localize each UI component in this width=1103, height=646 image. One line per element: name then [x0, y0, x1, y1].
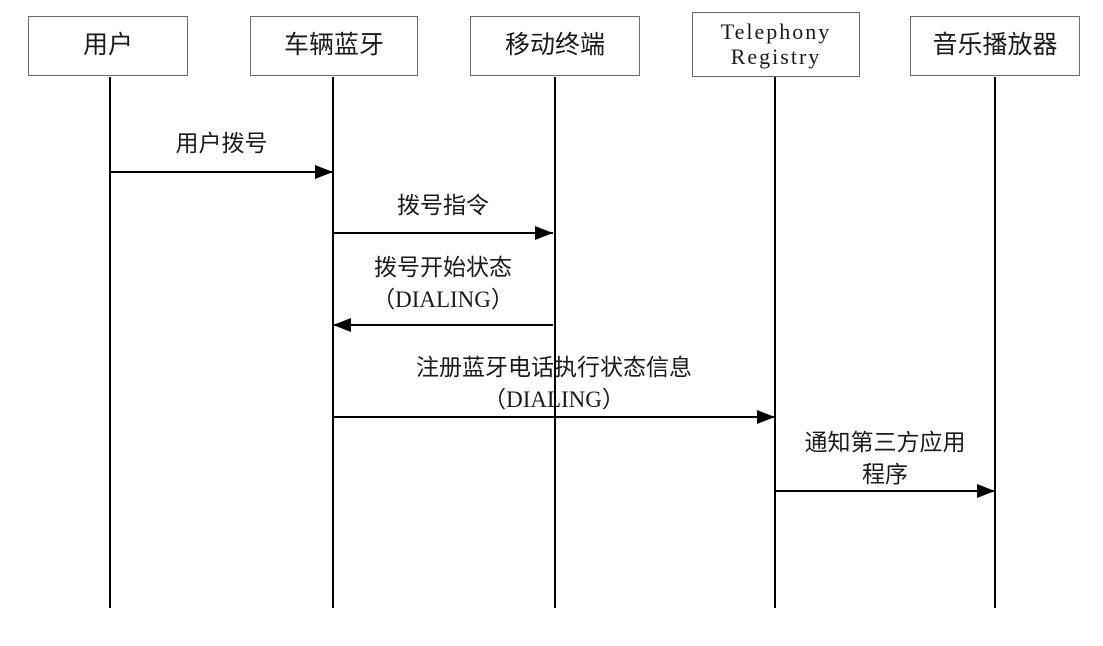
message-2-arrowhead-right-icon — [535, 226, 553, 240]
actor-telephony-registry: Telephony Registry — [692, 12, 860, 77]
actor-user: 用户 — [28, 16, 188, 76]
lifeline-vehicle-bluetooth — [332, 77, 334, 608]
actor-mobile-terminal: 移动终端 — [470, 16, 640, 76]
message-2-line — [333, 232, 553, 234]
actor-vehicle-bluetooth-label: 车辆蓝牙 — [283, 32, 384, 60]
lifeline-user — [109, 77, 111, 608]
lifeline-mobile-terminal — [554, 77, 556, 608]
message-5-line — [775, 490, 995, 492]
message-3-arrowhead-left-icon — [333, 318, 351, 332]
message-1-label: 用户拨号 — [175, 131, 268, 156]
actor-vehicle-bluetooth: 车辆蓝牙 — [250, 16, 418, 76]
message-5-label: 通知第三方应用 程序 — [804, 430, 966, 487]
message-1-line — [110, 171, 333, 173]
message-5-arrowhead-right-icon — [977, 484, 995, 498]
actor-mobile-terminal-label: 移动终端 — [504, 32, 605, 60]
actor-user-label: 用户 — [82, 32, 133, 60]
message-2-label: 拨号指令 — [397, 193, 489, 218]
actor-music-player: 音乐播放器 — [910, 16, 1080, 76]
lifeline-music-player — [994, 77, 996, 608]
message-1-arrowhead-right-icon — [315, 165, 333, 179]
actor-music-player-label: 音乐播放器 — [932, 32, 1058, 60]
actor-telephony-registry-label-line2: Registry — [730, 43, 822, 69]
message-3-line — [333, 324, 553, 326]
message-4-arrowhead-right-icon — [757, 410, 775, 424]
lifeline-telephony-registry — [774, 77, 776, 608]
actor-telephony-registry-label-line1: Telephony — [720, 19, 832, 45]
message-3-label: 拨号开始状态 （DIALING） — [372, 255, 514, 312]
